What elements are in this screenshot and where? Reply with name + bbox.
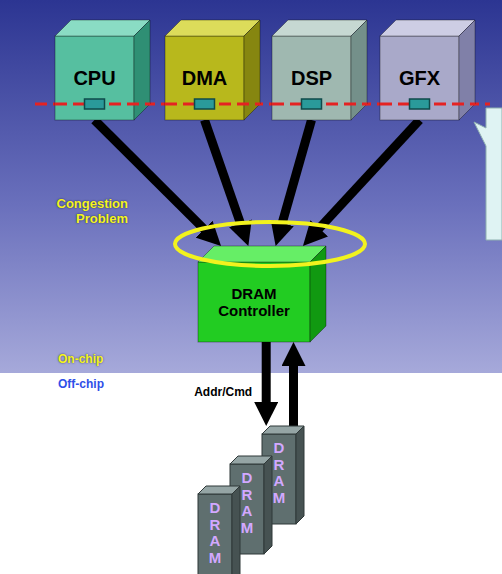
interface-port [195,99,215,109]
block-label: GFX [399,67,440,90]
chip-label: DRAM [272,440,287,506]
processor-block: GFX [380,20,475,120]
side-face [296,426,304,524]
block-face: GFX [380,36,459,120]
bus-arrow [317,120,420,231]
interface-port [410,99,430,109]
block-face: DRAM [198,494,232,574]
block-label: DRAM Controller [204,285,304,319]
side-face [232,486,240,574]
bus-arrow [281,120,311,227]
dram-chip: DRAM [198,486,240,574]
interface-port [85,99,105,109]
processor-block: DSP [272,20,367,120]
chip-label: DRAM [208,500,223,566]
front-face [165,36,244,120]
top-face [198,246,326,262]
front-face [55,36,134,120]
on-chip-panel [0,0,502,373]
bus-arrow [289,362,298,426]
signal-label: Addr/Cmd [194,385,252,399]
front-face [272,36,351,120]
processor-block: DMA [165,20,260,120]
region-label: Off-chip [58,377,104,391]
block-face: DRAM Controller [198,262,310,342]
front-face [198,262,310,342]
block-face: CPU [55,36,134,120]
front-face [198,494,232,574]
memory-controller: DRAM Controller [198,246,326,342]
chip-label: DRAM [240,470,255,536]
block-label: CPU [73,67,115,90]
interface-port [302,99,322,109]
block-face: DSP [272,36,351,120]
problem-note: Congestion Problem [38,196,128,226]
block-label: DMA [182,67,228,90]
block-face: DMA [165,36,244,120]
callout-shape [474,108,502,240]
bus-arrow [205,120,242,227]
region-label: On-chip [58,352,103,366]
processor-block: CPU [55,20,150,120]
bus-arrow [262,342,271,406]
side-face [264,456,272,554]
block-label: DSP [291,67,332,90]
front-face [380,36,459,120]
congestion-ring [175,222,365,266]
